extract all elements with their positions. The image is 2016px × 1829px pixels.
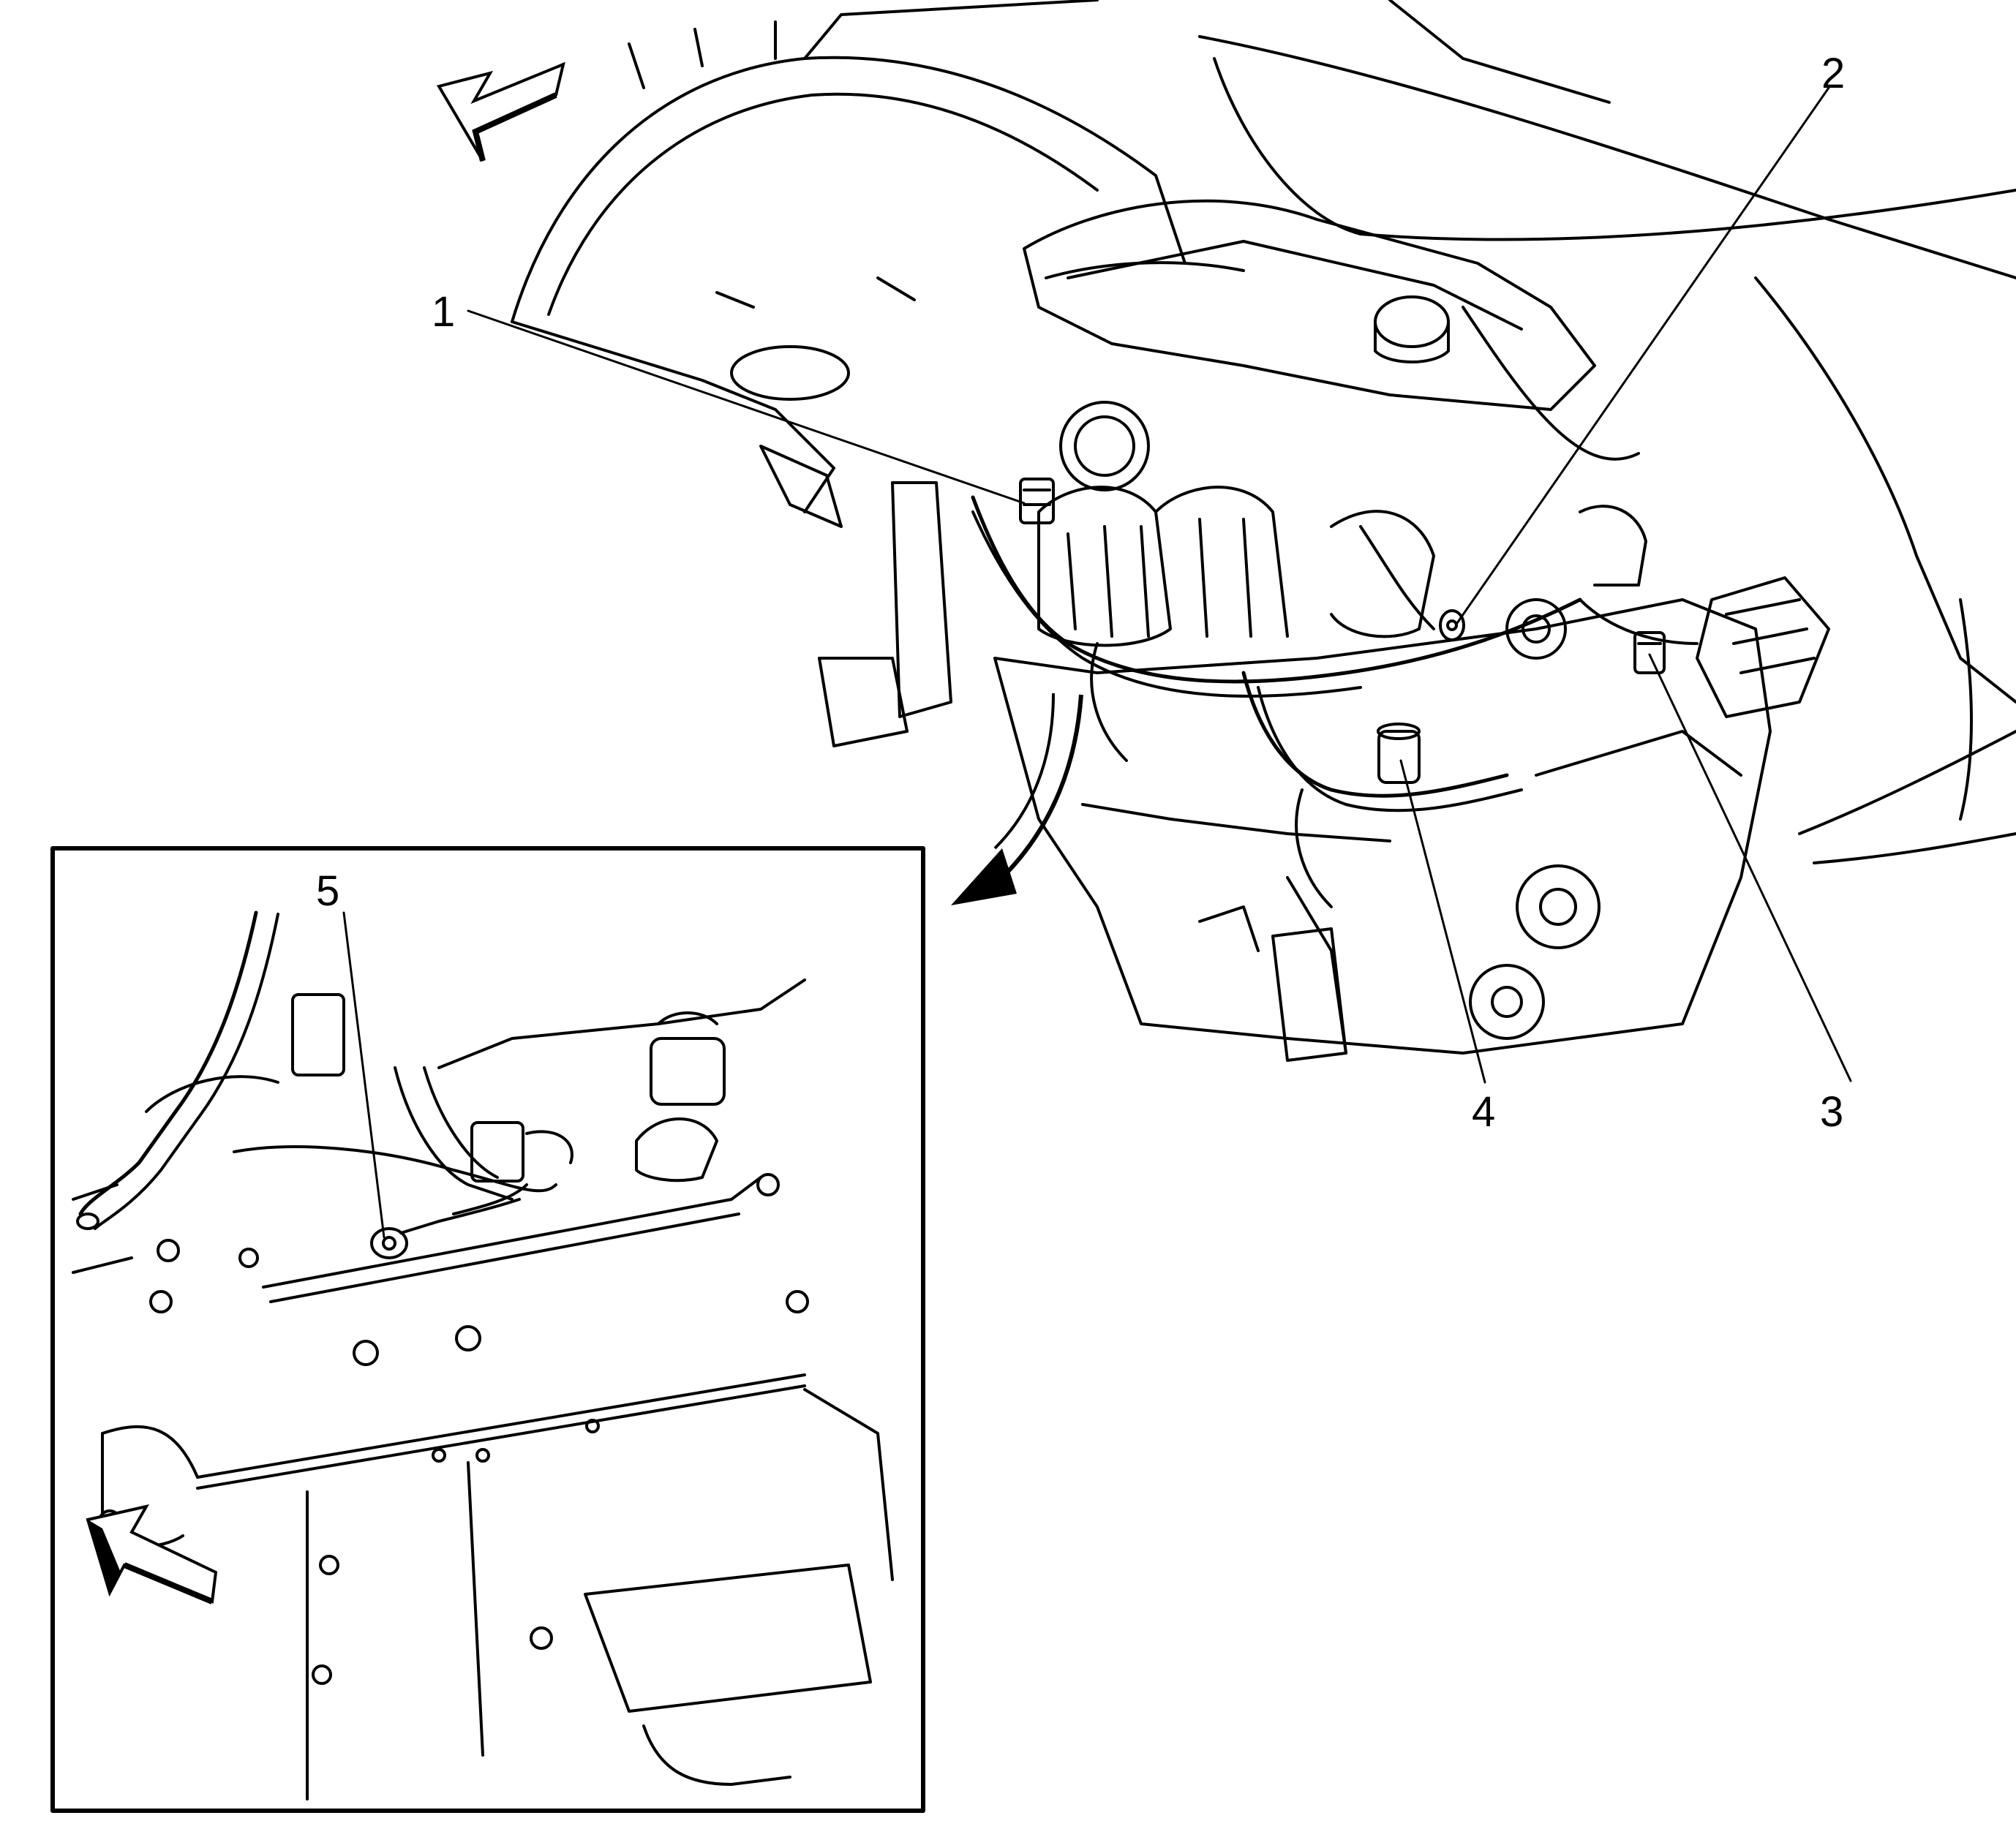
connector-4[interactable] <box>1377 723 1421 784</box>
connector-3[interactable] <box>1633 631 1666 674</box>
callout-label-3: 3 <box>1820 1088 1844 1136</box>
engine-assembly <box>818 199 1830 1062</box>
callout-label-1: 1 <box>432 288 456 336</box>
connector-1[interactable] <box>1019 478 1055 524</box>
callout-leader-5 <box>342 911 385 1239</box>
ground-terminal-5[interactable] <box>370 1198 521 1259</box>
front-direction-arrow-icon-inset <box>86 1504 218 1604</box>
hood-body-outline <box>1198 0 2016 864</box>
callout-leader-lines <box>467 86 1852 1084</box>
callout-label-5: 5 <box>316 867 340 915</box>
engine-wiring-harness <box>971 261 1699 908</box>
ground-terminal-2[interactable] <box>1439 609 1465 641</box>
curved-detail-arrow-icon <box>951 693 1083 905</box>
detail-inset-frame <box>50 846 925 1813</box>
front-direction-arrow-icon <box>436 61 565 162</box>
callout-label-4: 4 <box>1472 1088 1496 1136</box>
inset-lower-engine-detail <box>72 910 894 1800</box>
fender-wheelhouse <box>511 0 1186 528</box>
callout-label-2: 2 <box>1821 50 1846 97</box>
